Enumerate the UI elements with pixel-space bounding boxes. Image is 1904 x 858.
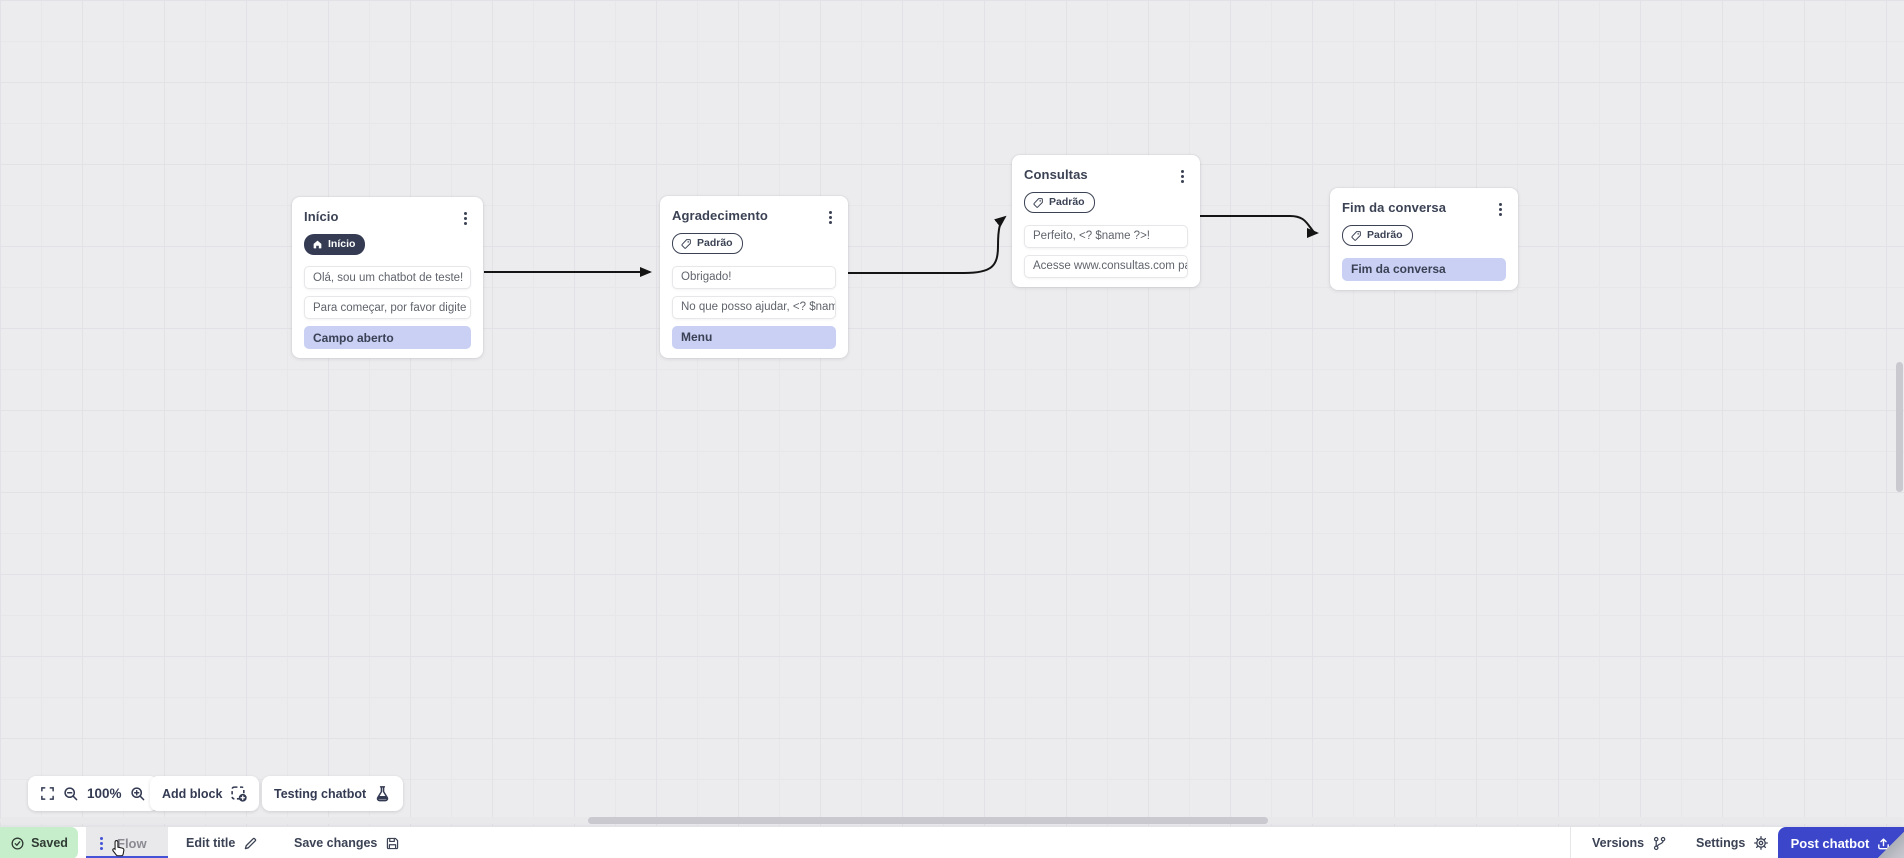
node-header: Início [304, 209, 471, 227]
node-agradecimento[interactable]: Agradecimento Padrão Obrigado! No que po… [660, 196, 848, 358]
save-changes-button[interactable]: Save changes [288, 827, 406, 858]
add-block-icon [231, 786, 248, 802]
node-type-badge: Padrão [1342, 225, 1413, 246]
check-circle-icon [11, 837, 24, 849]
testing-chatbot-button[interactable]: Testing chatbot [262, 776, 404, 811]
node-type-badge: Padrão [672, 233, 743, 254]
action-card[interactable]: Menu [672, 325, 836, 349]
node-fim-da-conversa[interactable]: Fim da conversa Padrão Fim da conversa [1330, 188, 1518, 290]
message-card[interactable]: Perfeito, <? $name ?>! [1024, 224, 1188, 248]
node-consultas[interactable]: Consultas Padrão Perfeito, <? $name ?>! … [1012, 155, 1200, 287]
node-header: Agradecimento [672, 208, 836, 226]
horizontal-scrollbar[interactable] [588, 817, 1268, 824]
node-title: Fim da conversa [1342, 200, 1447, 215]
node-menu-icon[interactable] [1177, 168, 1188, 185]
node-title: Agradecimento [672, 208, 768, 223]
zoom-controls: 100% [28, 776, 158, 811]
node-type-badge: Início [304, 234, 366, 255]
gear-icon [1754, 836, 1769, 850]
node-title: Consultas [1024, 167, 1088, 182]
tag-icon [681, 238, 691, 249]
node-menu-icon[interactable] [460, 210, 471, 227]
add-block-button[interactable]: Add block [150, 776, 260, 811]
tag-icon [1033, 197, 1043, 208]
node-inicio[interactable]: Início Início Olá, sou um chatbot de tes… [292, 197, 483, 358]
active-tab-indicator [86, 856, 168, 858]
flow-menu-icon[interactable] [96, 835, 107, 852]
action-card[interactable]: Campo aberto [304, 326, 471, 349]
vertical-scrollbar[interactable] [1896, 362, 1903, 492]
bar-divider [1570, 827, 1571, 858]
flask-icon [376, 786, 389, 802]
window-resize-grip [1878, 832, 1904, 858]
action-card[interactable]: Fim da conversa [1342, 257, 1506, 281]
save-icon [387, 837, 399, 849]
bottom-bar: Saved Flow Edit title Save changes Versi… [0, 826, 1904, 858]
pencil-icon [245, 837, 257, 849]
node-menu-icon[interactable] [1495, 201, 1506, 218]
tab-flow[interactable]: Flow [86, 827, 168, 858]
home-icon [313, 240, 322, 249]
git-branch-icon [1654, 836, 1666, 850]
versions-button[interactable]: Versions [1586, 827, 1673, 858]
message-card[interactable]: Olá, sou um chatbot de teste! [304, 266, 471, 289]
zoom-in-icon[interactable] [130, 786, 146, 802]
node-header: Consultas [1024, 167, 1188, 185]
settings-button[interactable]: Settings [1690, 827, 1775, 858]
flow-canvas[interactable] [0, 0, 1904, 826]
node-title: Início [304, 209, 339, 224]
zoom-level: 100% [87, 786, 122, 801]
message-card[interactable]: Obrigado! [672, 265, 836, 289]
fullscreen-icon[interactable] [40, 786, 55, 801]
edit-title-button[interactable]: Edit title [180, 827, 264, 858]
node-header: Fim da conversa [1342, 200, 1506, 218]
saved-status-badge: Saved [0, 827, 78, 858]
node-menu-icon[interactable] [825, 209, 836, 226]
message-card[interactable]: Acesse www.consultas.com par... [1024, 254, 1188, 278]
zoom-out-icon[interactable] [63, 786, 79, 802]
message-card[interactable]: Para começar, por favor digite o ... [304, 296, 471, 319]
message-card[interactable]: No que posso ajudar, <? $name ... [672, 295, 836, 319]
node-type-badge: Padrão [1024, 192, 1095, 213]
tag-icon [1351, 230, 1361, 241]
